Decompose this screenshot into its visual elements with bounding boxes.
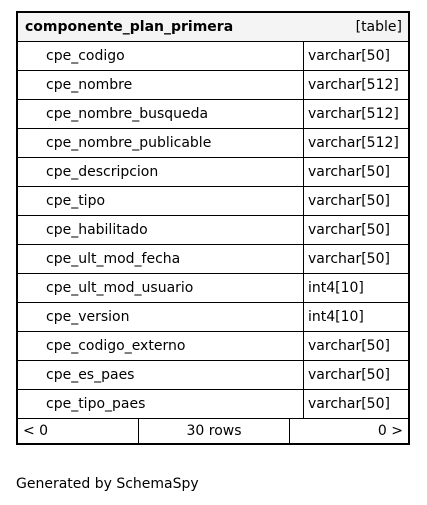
column-row: cpe_tipo varchar[50] bbox=[18, 187, 408, 216]
column-name[interactable]: cpe_tipo_paes bbox=[18, 390, 304, 418]
table-name[interactable]: componente_plan_primera bbox=[25, 19, 234, 35]
column-row: cpe_codigo varchar[50] bbox=[18, 42, 408, 71]
column-type: varchar[50] bbox=[308, 164, 390, 180]
column-type: varchar[512] bbox=[308, 106, 399, 122]
column-type: varchar[50] bbox=[308, 396, 390, 412]
column-type: varchar[50] bbox=[308, 367, 390, 383]
column-name[interactable]: cpe_descripcion bbox=[18, 158, 304, 186]
generated-by-label: Generated by SchemaSpy bbox=[16, 476, 199, 492]
column-type: int4[10] bbox=[308, 309, 364, 325]
column-row: cpe_codigo_externo varchar[50] bbox=[18, 332, 408, 361]
parent-count[interactable]: < 0 bbox=[18, 419, 139, 443]
column-name[interactable]: cpe_ult_mod_usuario bbox=[18, 274, 304, 302]
column-type: varchar[50] bbox=[308, 193, 390, 209]
column-name[interactable]: cpe_codigo_externo bbox=[18, 332, 304, 360]
column-name[interactable]: cpe_nombre_busqueda bbox=[18, 100, 304, 128]
column-type: varchar[512] bbox=[308, 77, 399, 93]
schema-table: componente_plan_primera [table] cpe_codi… bbox=[16, 11, 410, 445]
column-name[interactable]: cpe_es_paes bbox=[18, 361, 304, 389]
column-row: cpe_version int4[10] bbox=[18, 303, 408, 332]
column-row: cpe_es_paes varchar[50] bbox=[18, 361, 408, 390]
column-name[interactable]: cpe_nombre_publicable bbox=[18, 129, 304, 157]
column-name[interactable]: cpe_nombre bbox=[18, 71, 304, 99]
column-row: cpe_nombre varchar[512] bbox=[18, 71, 408, 100]
column-type: varchar[50] bbox=[308, 222, 390, 238]
column-row: cpe_ult_mod_fecha varchar[50] bbox=[18, 245, 408, 274]
column-type: varchar[512] bbox=[308, 135, 399, 151]
column-row: cpe_habilitado varchar[50] bbox=[18, 216, 408, 245]
column-name[interactable]: cpe_ult_mod_fecha bbox=[18, 245, 304, 273]
column-row: cpe_nombre_busqueda varchar[512] bbox=[18, 100, 408, 129]
column-row: cpe_nombre_publicable varchar[512] bbox=[18, 129, 408, 158]
column-type: int4[10] bbox=[308, 280, 364, 296]
table-kind-label: [table] bbox=[355, 19, 402, 35]
table-footer: < 0 30 rows 0 > bbox=[18, 419, 408, 443]
column-name[interactable]: cpe_tipo bbox=[18, 187, 304, 215]
row-count: 30 rows bbox=[139, 419, 290, 443]
child-count[interactable]: 0 > bbox=[377, 423, 403, 439]
column-name[interactable]: cpe_codigo bbox=[18, 42, 304, 70]
column-type: varchar[50] bbox=[308, 338, 390, 354]
column-name[interactable]: cpe_version bbox=[18, 303, 304, 331]
table-header: componente_plan_primera [table] bbox=[18, 13, 408, 42]
column-row: cpe_descripcion varchar[50] bbox=[18, 158, 408, 187]
column-row: cpe_ult_mod_usuario int4[10] bbox=[18, 274, 408, 303]
column-type: varchar[50] bbox=[308, 251, 390, 267]
column-name[interactable]: cpe_habilitado bbox=[18, 216, 304, 244]
column-type: varchar[50] bbox=[308, 48, 390, 64]
column-row: cpe_tipo_paes varchar[50] bbox=[18, 390, 408, 419]
